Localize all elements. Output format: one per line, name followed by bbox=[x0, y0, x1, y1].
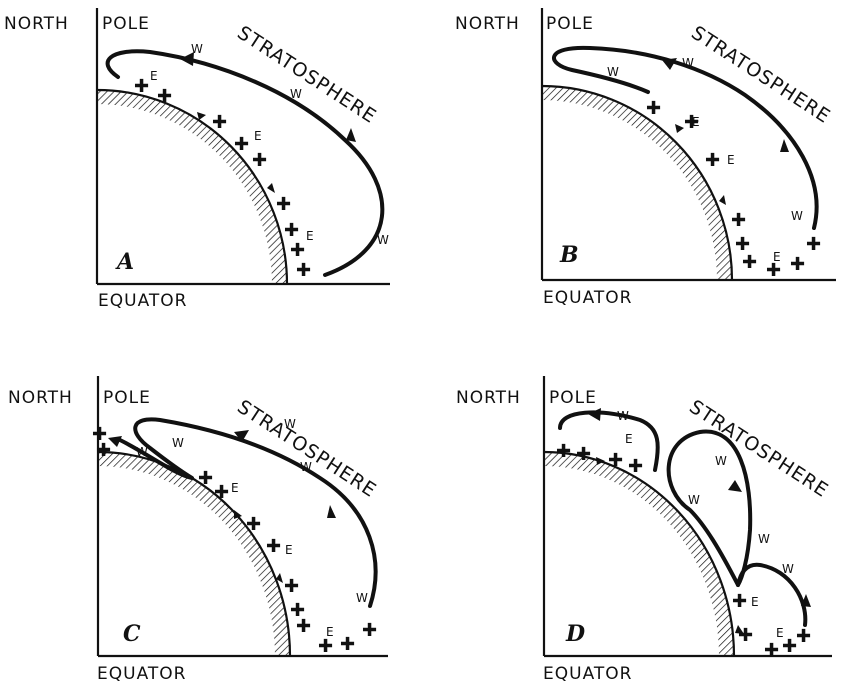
svg-text:✚: ✚ bbox=[731, 210, 746, 231]
svg-text:✚: ✚ bbox=[340, 634, 355, 655]
pole-label: POLE bbox=[102, 14, 150, 34]
north-label: NORTH bbox=[456, 388, 521, 408]
svg-text:✚: ✚ bbox=[782, 636, 797, 657]
wind-label-w: W bbox=[715, 454, 727, 468]
svg-text:✚: ✚ bbox=[276, 194, 291, 215]
svg-text:✚: ✚ bbox=[284, 220, 299, 241]
flow-arrow bbox=[327, 505, 336, 518]
flow-arrow bbox=[588, 408, 601, 421]
svg-text:✚: ✚ bbox=[252, 150, 267, 171]
svg-text:✚: ✚ bbox=[266, 536, 281, 557]
svg-text:✚: ✚ bbox=[628, 456, 643, 477]
panel-label: D bbox=[565, 621, 585, 647]
north-label: NORTH bbox=[8, 388, 73, 408]
svg-text:✚: ✚ bbox=[806, 234, 821, 255]
wind-label-w: W bbox=[290, 87, 302, 101]
panel-label: A bbox=[115, 249, 134, 275]
svg-text:✚: ✚ bbox=[96, 440, 111, 461]
wind-label-w: W bbox=[682, 56, 694, 70]
svg-text:✚: ✚ bbox=[284, 576, 299, 597]
wind-label-e: E bbox=[150, 69, 158, 83]
equator-label: EQUATOR bbox=[543, 288, 632, 308]
svg-text:✚: ✚ bbox=[362, 620, 377, 641]
svg-text:✚: ✚ bbox=[796, 626, 811, 647]
north-label: NORTH bbox=[455, 14, 520, 34]
wind-label-e: E bbox=[254, 129, 262, 143]
svg-text:✚: ✚ bbox=[134, 76, 149, 97]
wind-label-w: W bbox=[791, 209, 803, 223]
svg-text:✚: ✚ bbox=[576, 444, 591, 465]
svg-text:✚: ✚ bbox=[764, 640, 779, 661]
wind-label-e: E bbox=[727, 153, 735, 167]
north-label: NORTH bbox=[4, 14, 69, 34]
svg-text:✚: ✚ bbox=[742, 252, 757, 273]
svg-text:✚: ✚ bbox=[157, 86, 172, 107]
surface-crosses: ✚✚ ✚✚ ✚✚ ✚✚ ✚ bbox=[646, 98, 821, 281]
flow-arrow bbox=[728, 480, 742, 492]
wind-label-w: W bbox=[607, 65, 619, 79]
svg-text:✚: ✚ bbox=[246, 514, 261, 535]
svg-text:✚: ✚ bbox=[234, 134, 249, 155]
wind-label-w: W bbox=[617, 409, 629, 423]
svg-text:✚: ✚ bbox=[290, 240, 305, 261]
wind-label-w: W bbox=[758, 532, 770, 546]
svg-text:✚: ✚ bbox=[214, 482, 229, 503]
panel-label: C bbox=[123, 621, 141, 647]
svg-text:✚: ✚ bbox=[646, 98, 661, 119]
wind-label-w: W bbox=[377, 233, 389, 247]
svg-text:✚: ✚ bbox=[705, 150, 720, 171]
svg-text:✚: ✚ bbox=[608, 450, 623, 471]
surface-arrow bbox=[719, 195, 726, 205]
flow-arrow bbox=[346, 128, 356, 142]
stratosphere-label: STRATOSPHERE bbox=[233, 396, 380, 502]
svg-text:✚: ✚ bbox=[790, 254, 805, 275]
wind-label-e: E bbox=[625, 432, 633, 446]
wind-label-w: W bbox=[136, 445, 148, 459]
wind-label-w: W bbox=[191, 42, 203, 56]
stratospheric-flow-path bbox=[120, 419, 376, 606]
svg-text:✚: ✚ bbox=[212, 112, 227, 133]
stratosphere-label: STRATOSPHERE bbox=[685, 396, 832, 502]
surface-arrow bbox=[675, 124, 684, 133]
svg-text:✚: ✚ bbox=[684, 112, 699, 133]
wind-label-w: W bbox=[688, 493, 700, 507]
equator-label: EQUATOR bbox=[543, 664, 632, 684]
panel-a: NORTH POLE EQUATOR A STRATOSPHERE W E W … bbox=[4, 8, 390, 311]
flow-arrow bbox=[780, 139, 789, 152]
pole-label: POLE bbox=[103, 388, 151, 408]
wind-label-e: E bbox=[751, 595, 759, 609]
pole-label: POLE bbox=[549, 388, 597, 408]
panel-b: NORTH POLE EQUATOR B STRATOSPHERE W W E … bbox=[455, 8, 836, 308]
panel-label: B bbox=[559, 242, 579, 268]
panel-d: NORTH POLE EQUATOR D STRATOSPHERE W E W … bbox=[456, 376, 832, 684]
svg-text:✚: ✚ bbox=[766, 260, 781, 281]
pole-label: POLE bbox=[546, 14, 594, 34]
svg-text:✚: ✚ bbox=[738, 625, 753, 646]
equatorial-flow-path bbox=[738, 565, 805, 625]
svg-text:✚: ✚ bbox=[296, 260, 311, 281]
svg-text:✚: ✚ bbox=[198, 468, 213, 489]
wind-label-w: W bbox=[356, 591, 368, 605]
surface-arrow bbox=[267, 183, 275, 193]
wind-label-w: W bbox=[284, 417, 296, 431]
wind-label-e: E bbox=[306, 229, 314, 243]
equator-label: EQUATOR bbox=[97, 664, 186, 684]
wind-label-e: E bbox=[231, 481, 239, 495]
wind-label-w: W bbox=[300, 460, 312, 474]
panel-c: NORTH POLE EQUATOR C STRATOSPHERE W W W … bbox=[8, 376, 388, 684]
svg-text:✚: ✚ bbox=[556, 441, 571, 462]
wind-label-w: W bbox=[172, 436, 184, 450]
equator-label: EQUATOR bbox=[98, 291, 187, 311]
wind-label-e: E bbox=[285, 543, 293, 557]
svg-text:✚: ✚ bbox=[296, 616, 311, 637]
svg-text:✚: ✚ bbox=[732, 591, 747, 612]
wind-label-w: W bbox=[782, 562, 794, 576]
svg-text:✚: ✚ bbox=[318, 636, 333, 657]
